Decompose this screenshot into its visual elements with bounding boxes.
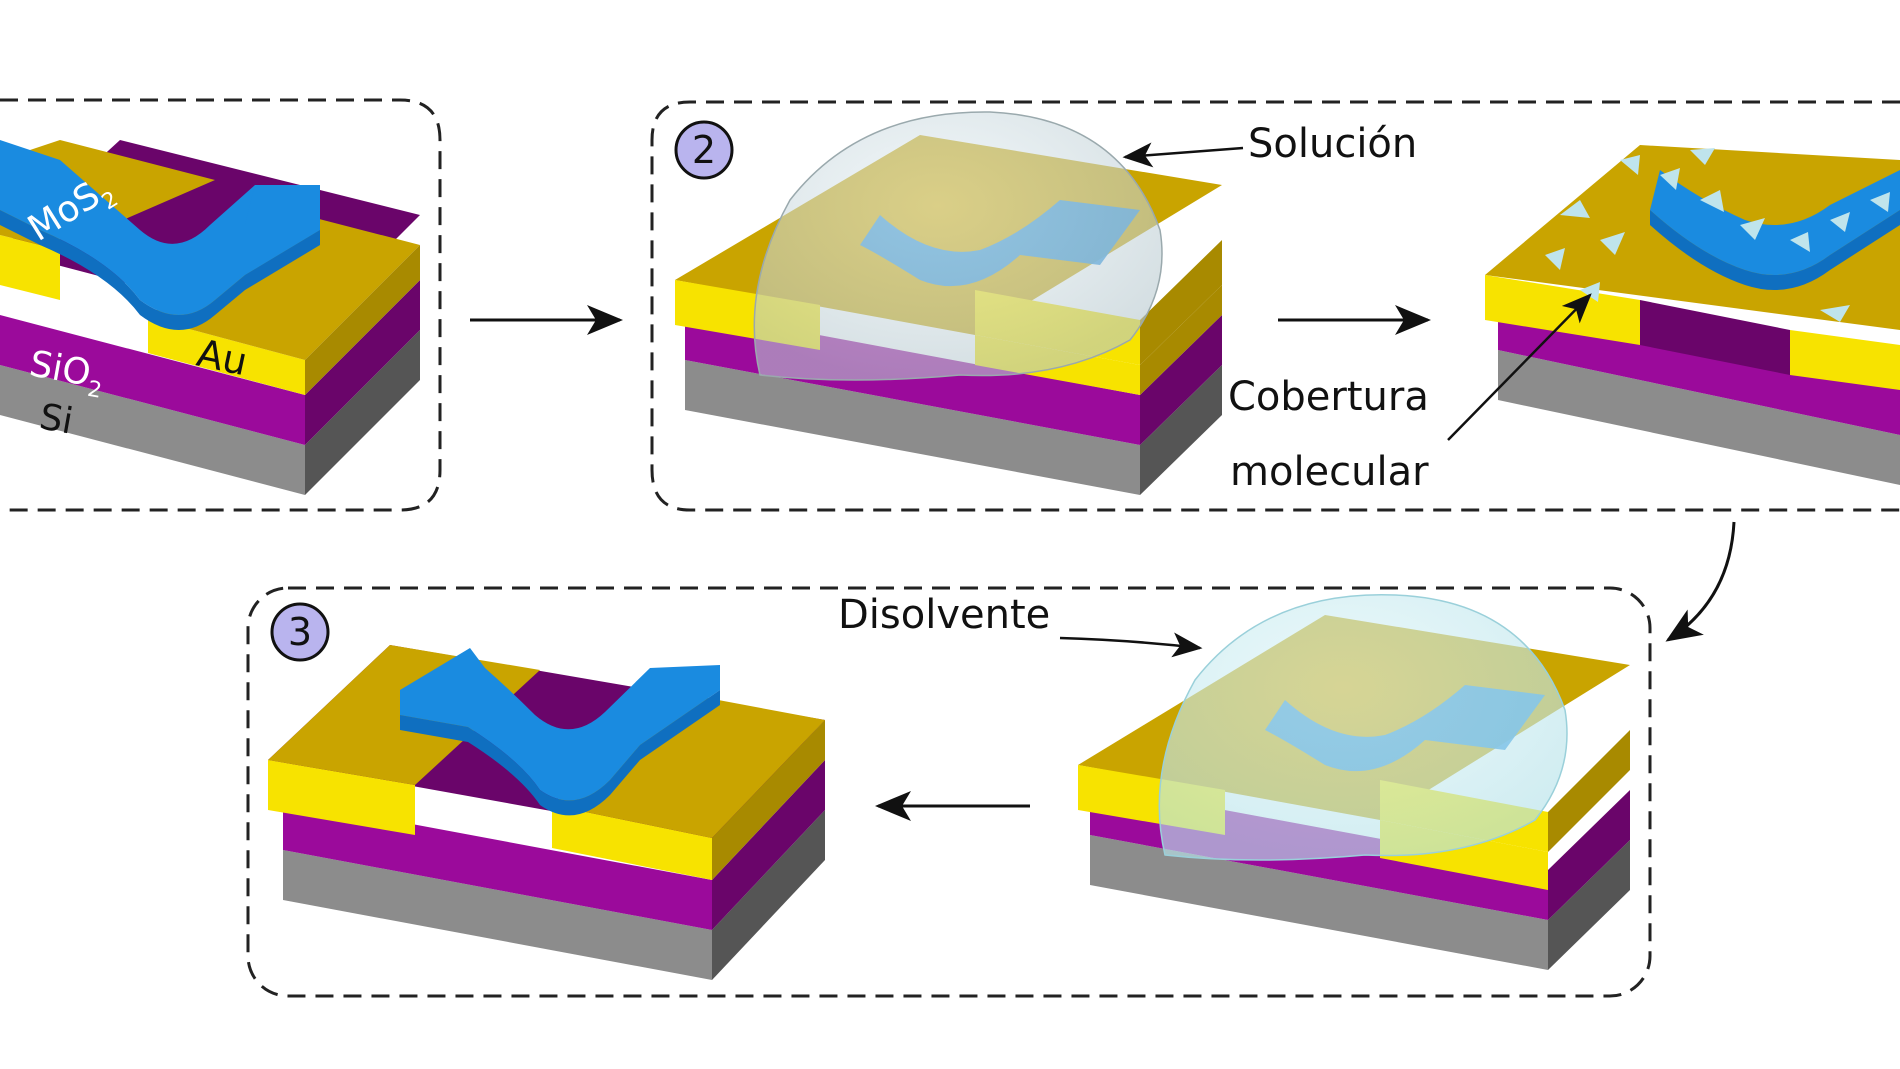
frame-step3 xyxy=(246,586,1652,998)
device-block-1 xyxy=(0,140,420,495)
arrow-solucion xyxy=(1122,142,1244,168)
label-si: Si xyxy=(36,396,75,442)
arrow-cobertura xyxy=(1447,293,1592,441)
device-block-5 xyxy=(268,645,825,980)
step-3-number: 3 xyxy=(288,610,312,654)
arrow-disolvente xyxy=(1059,632,1203,658)
frame-step1 xyxy=(0,98,442,512)
step-2-number: 2 xyxy=(692,128,716,172)
step-3-badge xyxy=(270,602,330,662)
arrow-step2-to-step3 xyxy=(1665,521,1736,642)
frame-step2 xyxy=(650,100,1900,512)
label-solucion: Solución xyxy=(1248,121,1417,167)
label-cobertura-line1: Cobertura xyxy=(1228,374,1429,420)
device-block-3 xyxy=(1485,145,1900,485)
label-au: Au xyxy=(193,331,251,384)
device-block-2 xyxy=(675,111,1222,495)
device-block-4 xyxy=(1078,593,1630,970)
label-disolvente: Disolvente xyxy=(838,592,1050,638)
label-cobertura-line2: molecular xyxy=(1230,449,1429,495)
step-2-badge xyxy=(674,120,734,180)
